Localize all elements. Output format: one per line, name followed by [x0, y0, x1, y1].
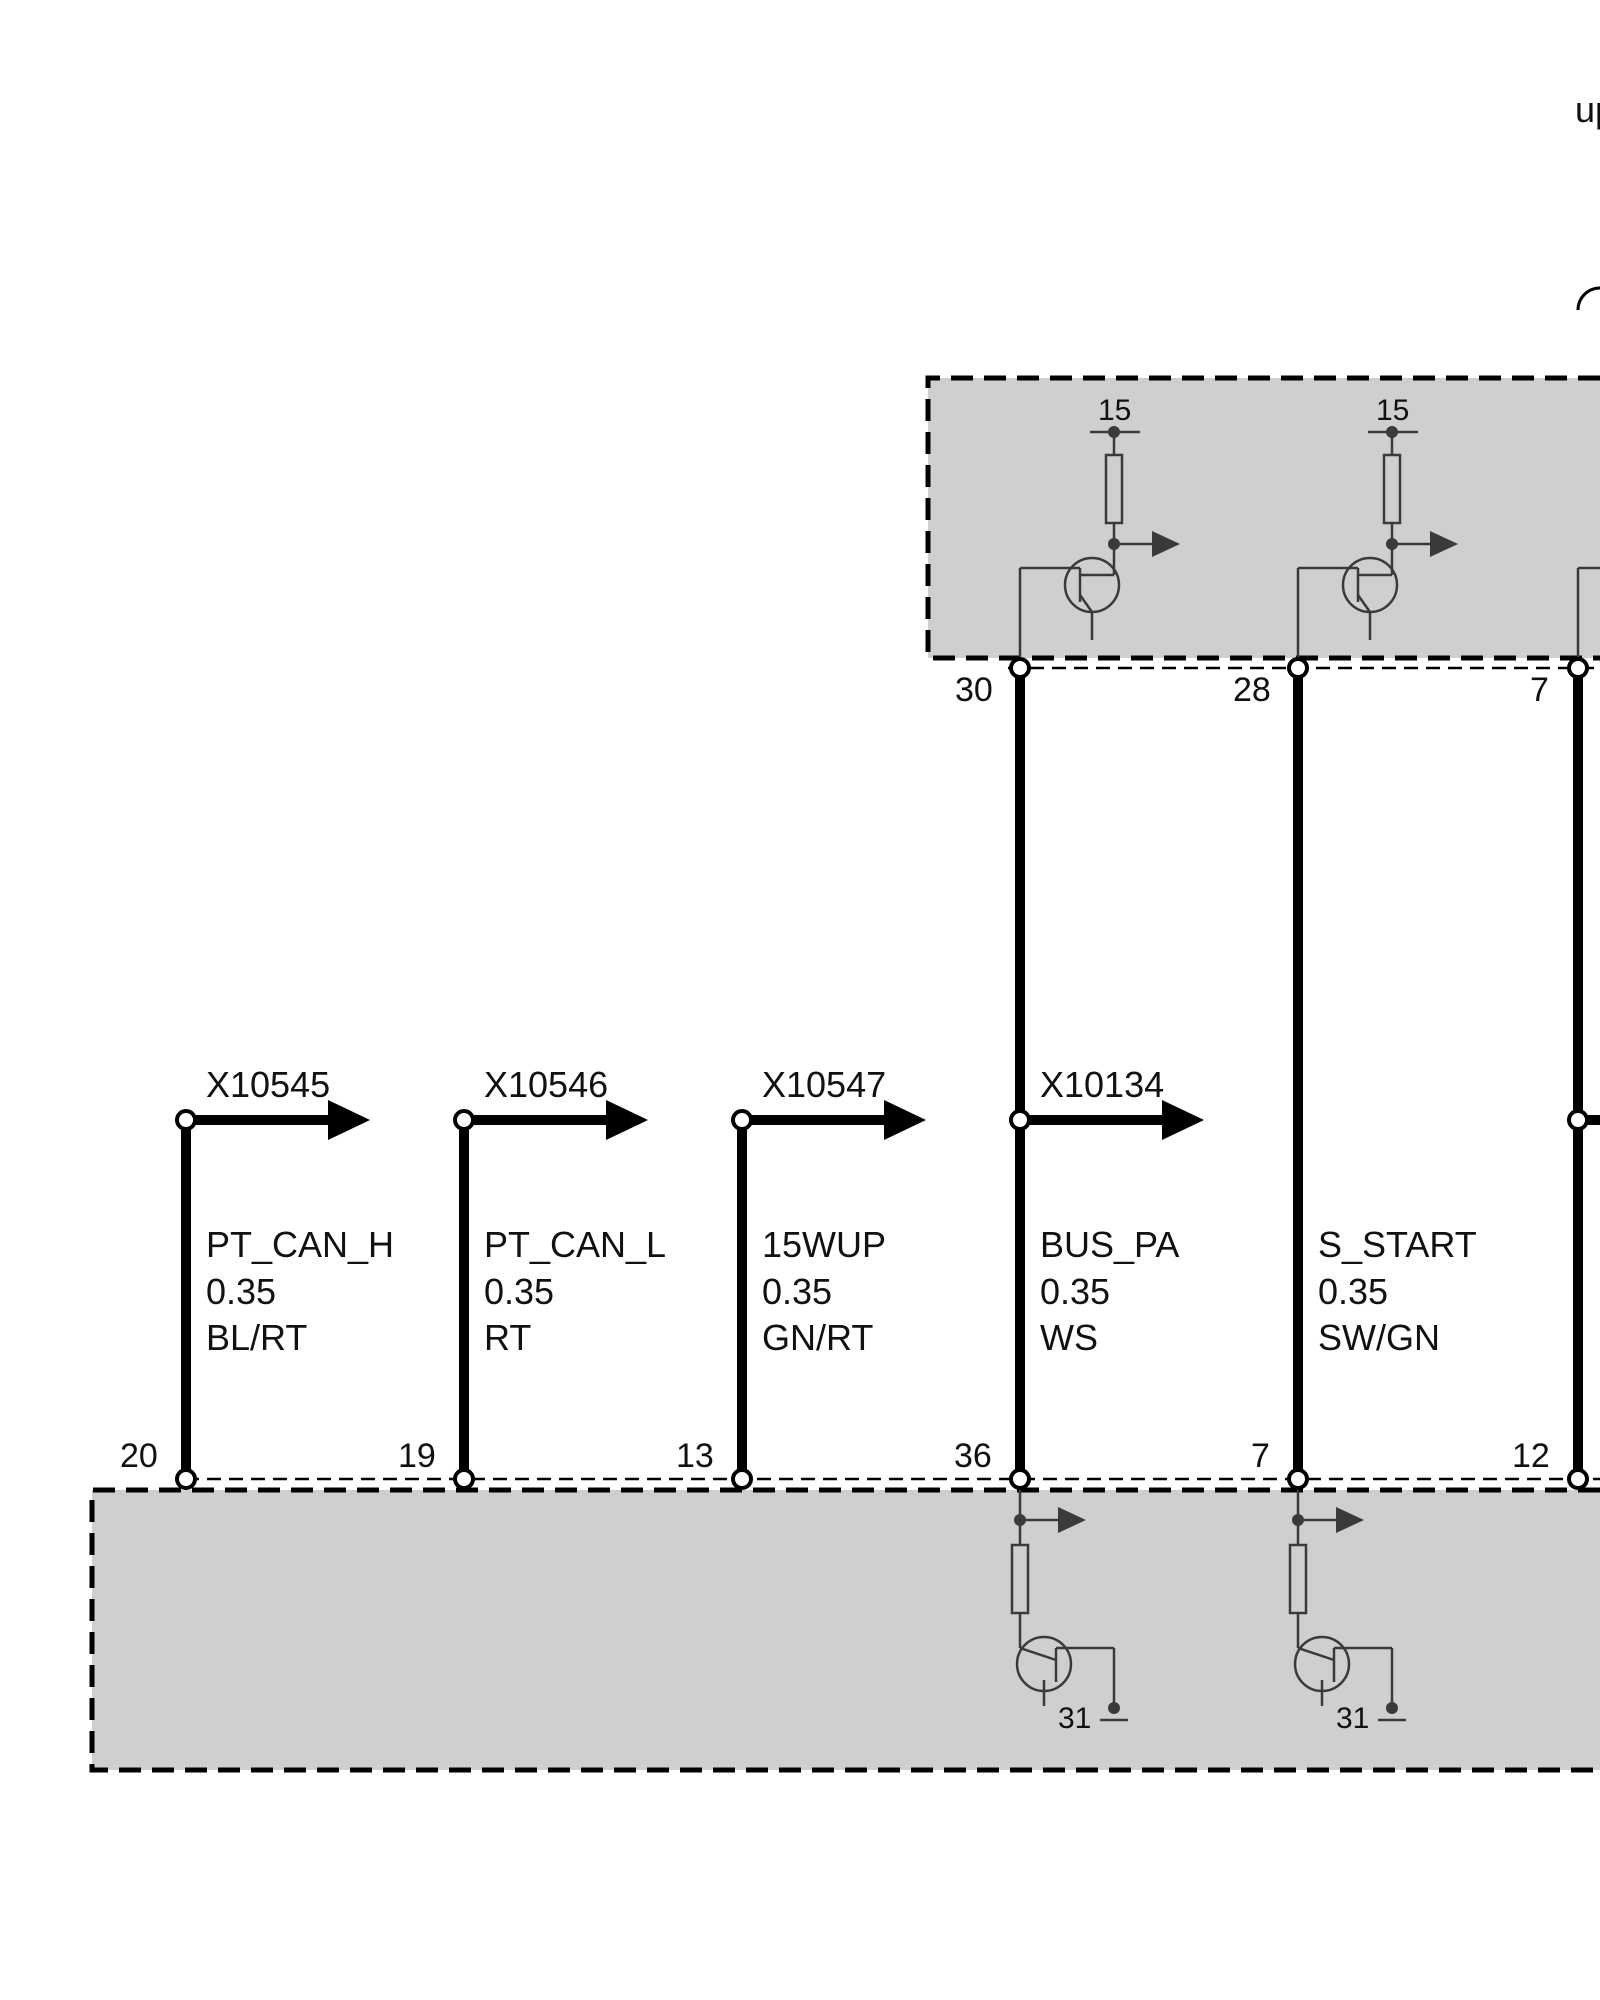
lower-module-border	[89, 1487, 1600, 1773]
signal-arrow	[1336, 1507, 1364, 1533]
signal-name: PT_CAN_L	[484, 1224, 666, 1265]
upper-module-border	[925, 375, 1600, 661]
lower-driver-2: 31	[1288, 1482, 1406, 1735]
wire-color: SW/GN	[1318, 1317, 1440, 1358]
wire-gauge: 0.35	[206, 1271, 276, 1312]
wire-15wup: X10547 15WUP 0.35 GN/RT	[731, 1064, 926, 1490]
connector-id: X10547	[762, 1064, 886, 1105]
connector-id: X10545	[206, 1064, 330, 1105]
wire-gauge: 0.35	[1040, 1271, 1110, 1312]
upper-pin-label: 28	[1233, 671, 1271, 709]
signal-name: 15WUP	[762, 1224, 886, 1265]
pin-terminal	[1287, 657, 1309, 679]
wire-gauge: 0.35	[484, 1271, 554, 1312]
signal-name: S_START	[1318, 1224, 1477, 1265]
lower-driver-1: 31	[1010, 1482, 1128, 1735]
upper-pin-label: 30	[955, 671, 993, 709]
wire-bus-pa: X10134 BUS_PA 0.35 WS	[1009, 657, 1204, 1490]
corner-label: up	[1575, 89, 1600, 130]
lower-pin-label: 20	[120, 1437, 158, 1475]
wire-pt-can-h: X10545 PT_CAN_H 0.35 BL/RT	[175, 1064, 394, 1490]
signal-arrow	[1430, 531, 1458, 557]
ground-label-1: 31	[1058, 1702, 1091, 1735]
signal-arrow	[1058, 1507, 1086, 1533]
wire-color: BL/RT	[206, 1317, 307, 1358]
signal-arrow	[1152, 531, 1180, 557]
pin-terminal	[1287, 1468, 1309, 1490]
connector-arrow	[884, 1100, 926, 1140]
ground-label-2: 31	[1336, 1702, 1369, 1735]
pin-terminal	[175, 1468, 197, 1490]
upper-driver-2: 15	[1296, 394, 1458, 660]
splice-point	[1567, 1109, 1589, 1131]
pin-terminal	[1009, 1468, 1031, 1490]
wire-partial-right	[1567, 657, 1600, 1490]
corner-arc	[1576, 286, 1600, 311]
pin-terminal	[1567, 1468, 1589, 1490]
connector-id: X10134	[1040, 1064, 1164, 1105]
wire-gauge: 0.35	[1318, 1271, 1388, 1312]
connector-arrow	[328, 1100, 370, 1140]
supply-label-2: 15	[1376, 394, 1409, 427]
lower-pin-label: 12	[1512, 1437, 1550, 1475]
wire-color: GN/RT	[762, 1317, 873, 1358]
upper-control-module: 15 15 30 28 7	[925, 375, 1600, 709]
upper-module-body	[928, 378, 1600, 658]
lower-pin-label: 13	[676, 1437, 714, 1475]
wire-pt-can-l: X10546 PT_CAN_L 0.35 RT	[453, 1064, 666, 1490]
splice-point	[731, 1109, 753, 1131]
pin-terminal	[1567, 657, 1589, 679]
supply-label-1: 15	[1098, 394, 1131, 427]
connector-id: X10546	[484, 1064, 608, 1105]
lower-pin-label: 7	[1251, 1437, 1270, 1475]
wire-color: WS	[1040, 1317, 1098, 1358]
connector-arrow	[1162, 1100, 1204, 1140]
splice-point	[175, 1109, 197, 1131]
pin-terminal	[731, 1468, 753, 1490]
wire-s-start: S_START 0.35 SW/GN	[1287, 657, 1477, 1490]
lower-pin-label: 19	[398, 1437, 436, 1475]
lower-pin-label: 36	[954, 1437, 992, 1475]
upper-pin-label: 7	[1530, 671, 1549, 709]
connector-arrow	[606, 1100, 648, 1140]
pin-terminal	[1009, 657, 1031, 679]
wire-color: RT	[484, 1317, 531, 1358]
wire-gauge: 0.35	[762, 1271, 832, 1312]
upper-driver-1: 15	[1018, 394, 1180, 660]
lower-module-body	[92, 1490, 1600, 1770]
splice-point	[453, 1109, 475, 1131]
lower-control-module: 31 31 20 19 13 36 7 12	[89, 1437, 1600, 1773]
pin-terminal	[453, 1468, 475, 1490]
splice-point	[1009, 1109, 1031, 1131]
signal-name: BUS_PA	[1040, 1224, 1179, 1265]
signal-name: PT_CAN_H	[206, 1224, 394, 1265]
